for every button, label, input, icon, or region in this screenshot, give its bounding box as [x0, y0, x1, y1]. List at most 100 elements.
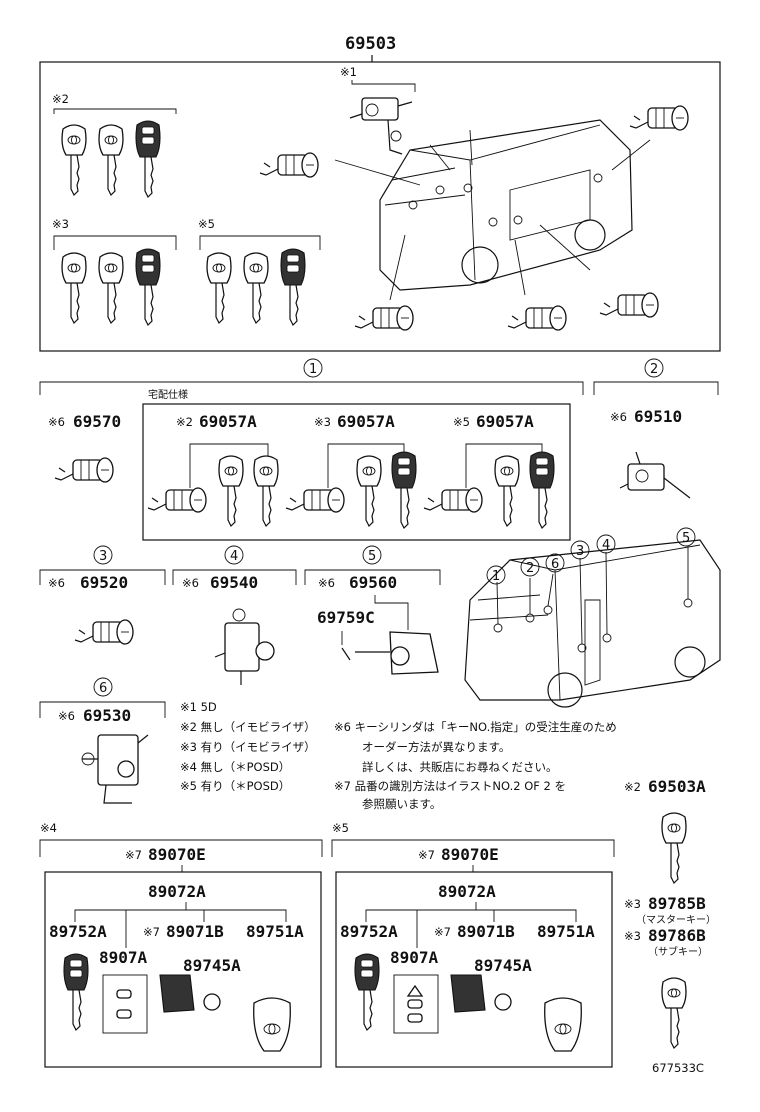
key-icon: [243, 252, 269, 324]
van-location-marker-6: 6: [545, 553, 565, 573]
slide-door-lock-illustration: [81, 734, 149, 804]
remote-key-icon: [135, 248, 161, 326]
part-69057a-5-prefix: ※5: [453, 415, 470, 429]
remote-right-item-1: 89752A: [340, 922, 398, 941]
svg-text:1: 1: [309, 362, 317, 377]
part-69057a-3-prefix: ※3: [314, 415, 331, 429]
section-marker-3: 3: [93, 545, 113, 565]
key-icon: [494, 455, 520, 527]
back-door-lock-illustration: [341, 631, 439, 675]
remote-key-icon: [529, 451, 555, 529]
part-89786b: 89786B: [648, 926, 706, 945]
svg-text:1: 1: [492, 569, 500, 584]
van-location-marker-4: 4: [596, 534, 616, 554]
remote-left-tag: ※4: [40, 821, 57, 835]
remote-right-item-5: 89745A: [474, 956, 532, 975]
note-tag-2: ※2: [52, 92, 69, 106]
illustration-code: 677533C: [652, 1061, 704, 1075]
key-icon: [218, 455, 244, 527]
key-icon: [661, 812, 687, 884]
part-69510-prefix: ※6: [610, 410, 627, 424]
remote-left-item-3-prefix: ※7: [143, 925, 160, 939]
key-icon: [253, 455, 279, 527]
svg-text:5: 5: [368, 549, 376, 564]
door-lock-1-illustration: [349, 97, 413, 155]
section-marker-1: 1: [303, 358, 323, 378]
legend-right-1: ※6 キーシリンダは「キーNO.指定」の受注生産のため: [334, 720, 617, 734]
remote-left-item-3: 89071B: [166, 922, 224, 941]
rear-lock-illustration: [214, 608, 275, 685]
assembly-frame: [39, 61, 721, 352]
key-icon: [206, 252, 232, 324]
legend-right-5: 参照願います。: [362, 797, 441, 811]
part-69530-prefix: ※6: [58, 709, 75, 723]
lock-cylinder-icon: [423, 487, 483, 513]
lock-cylinder-icon: [354, 305, 414, 331]
legend-4: ※4 無し（＊POSD）: [180, 760, 290, 774]
part-89785b-sub: （マスターキー）: [636, 914, 716, 926]
part-89785b: 89785B: [648, 894, 706, 913]
part-89786b-sub: （サブキー）: [648, 945, 708, 958]
transmitter-case-icon: [450, 974, 486, 1013]
remote-key-icon: [354, 953, 380, 1031]
remote-right-frame: [335, 871, 613, 1068]
note-tag-3: ※3: [52, 217, 69, 231]
part-69520-prefix: ※6: [48, 576, 65, 590]
remote-right-top-prefix: ※7: [418, 848, 435, 862]
remote-right-item-2: 8907A: [390, 948, 439, 967]
svg-text:5: 5: [682, 531, 690, 546]
remote-key-icon: [63, 953, 89, 1031]
svg-text:3: 3: [576, 544, 584, 559]
remote-right-item-3-prefix: ※7: [434, 925, 451, 939]
part-69759c: 69759C: [317, 608, 375, 627]
remote-left-item-1: 89752A: [49, 922, 107, 941]
van-location-marker-1: 1: [486, 565, 506, 585]
part-69057a-2-prefix: ※2: [176, 415, 193, 429]
part-69570-prefix: ※6: [48, 415, 65, 429]
remote-left-top-prefix: ※7: [125, 848, 142, 862]
remote-key-cover-icon: [253, 997, 291, 1052]
key-icon: [98, 124, 124, 196]
remote-right-mid: 89072A: [438, 882, 496, 901]
legend-2: ※2 無し（イモビライザ）: [180, 720, 316, 734]
button-pad-icon: [102, 974, 148, 1034]
button-pad-icon: [393, 974, 439, 1034]
transmitter-case-icon: [159, 974, 195, 1013]
remote-right-top: 89070E: [441, 845, 499, 864]
svg-text:2: 2: [526, 561, 534, 576]
battery-icon: [494, 993, 512, 1011]
van-location-marker-2: 2: [520, 557, 540, 577]
note-tag-1: ※1: [340, 65, 357, 79]
legend-1: ※1 5D: [180, 700, 217, 714]
part-89785b-prefix: ※3: [624, 897, 641, 911]
lock-cylinder-icon: [54, 457, 114, 483]
door-lock-2-illustration: [619, 451, 691, 499]
part-69540: 69540: [210, 573, 258, 592]
remote-key-icon: [135, 120, 161, 198]
svg-text:2: 2: [650, 362, 658, 377]
key-icon: [661, 977, 687, 1049]
part-69540-prefix: ※6: [182, 576, 199, 590]
part-69503a-prefix: ※2: [624, 780, 641, 794]
lock-cylinder-icon: [629, 105, 689, 131]
part-69570: 69570: [73, 412, 121, 431]
key-icon: [98, 252, 124, 324]
remote-key-cover-icon: [544, 997, 582, 1052]
lock-cylinder-icon: [147, 487, 207, 513]
part-69057a-2: 69057A: [199, 412, 257, 431]
part-69503a: 69503A: [648, 777, 706, 796]
key-icon: [61, 252, 87, 324]
assembly-number: 69503: [345, 34, 396, 54]
legend-right-4: ※7 品番の識別方法はイラストNO.2 OF 2 を: [334, 779, 566, 793]
lock-cylinder-icon: [74, 619, 134, 645]
part-69057a-5: 69057A: [476, 412, 534, 431]
part-69530: 69530: [83, 706, 131, 725]
part-69510: 69510: [634, 407, 682, 426]
pointer-arrows: [334, 129, 651, 301]
van-bottom-illustration: [464, 539, 721, 708]
legend-right-3: 詳しくは、共販店にお尋ねください。: [362, 760, 558, 774]
lock-cylinder-icon: [599, 292, 659, 318]
legend-right-2: オーダー方法が異なります。: [362, 740, 510, 754]
van-location-marker-3: 3: [570, 540, 590, 560]
